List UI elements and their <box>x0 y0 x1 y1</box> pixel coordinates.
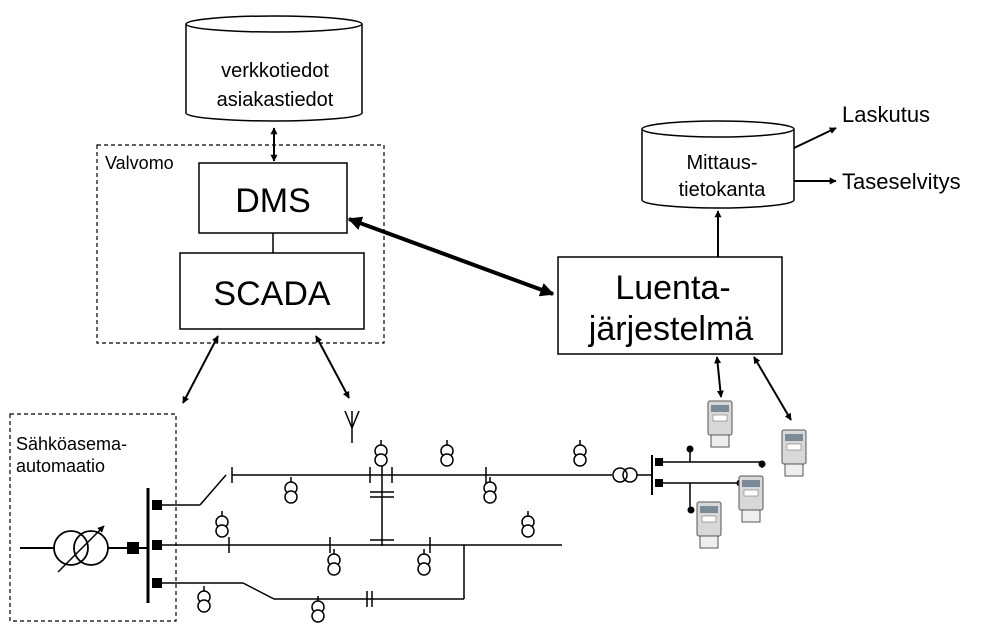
substation-label-1: Sähköasema- <box>16 434 127 454</box>
scada-box <box>179 252 365 330</box>
distribution-transformer-icon <box>612 467 652 483</box>
metering-database-label-2: tietokanta <box>679 179 767 201</box>
dms-label: DMS <box>235 182 311 220</box>
billing-label: Laskutus <box>842 102 930 127</box>
substation-frame <box>9 413 177 622</box>
reading-system-label-2: järjestelmä <box>588 310 753 348</box>
antenna-icon <box>344 410 360 443</box>
metering-database: Mittaus- tietokanta <box>641 120 795 209</box>
control-room-label: Valvomo <box>105 153 174 173</box>
billing-arrow <box>793 127 837 149</box>
substation-label-2: automaatio <box>16 456 105 476</box>
regulating-transformer-icon <box>20 525 148 573</box>
energy-meter-icon <box>707 400 733 448</box>
reading-system-label-1: Luenta- <box>615 269 730 307</box>
metering-database-label-1: Mittaus- <box>686 152 757 174</box>
settlement-label: Taseselvitys <box>842 169 961 194</box>
network-database-label-2: asiakastiedot <box>217 89 334 111</box>
energy-meter-icon <box>696 501 722 549</box>
dms-box <box>198 162 348 234</box>
network-database-label-1: verkkotiedot <box>221 60 329 82</box>
distribution-network <box>162 439 766 623</box>
network-database: verkkotiedot asiakastiedot <box>185 15 363 122</box>
energy-meter-icon <box>738 475 764 523</box>
scada-label: SCADA <box>213 275 330 313</box>
reading-system-box: Luenta- järjestelmä <box>557 256 783 355</box>
control-room: Valvomo DMS SCADA <box>96 144 385 344</box>
dms-reading-link <box>347 216 555 297</box>
energy-meter-icon <box>781 429 807 477</box>
